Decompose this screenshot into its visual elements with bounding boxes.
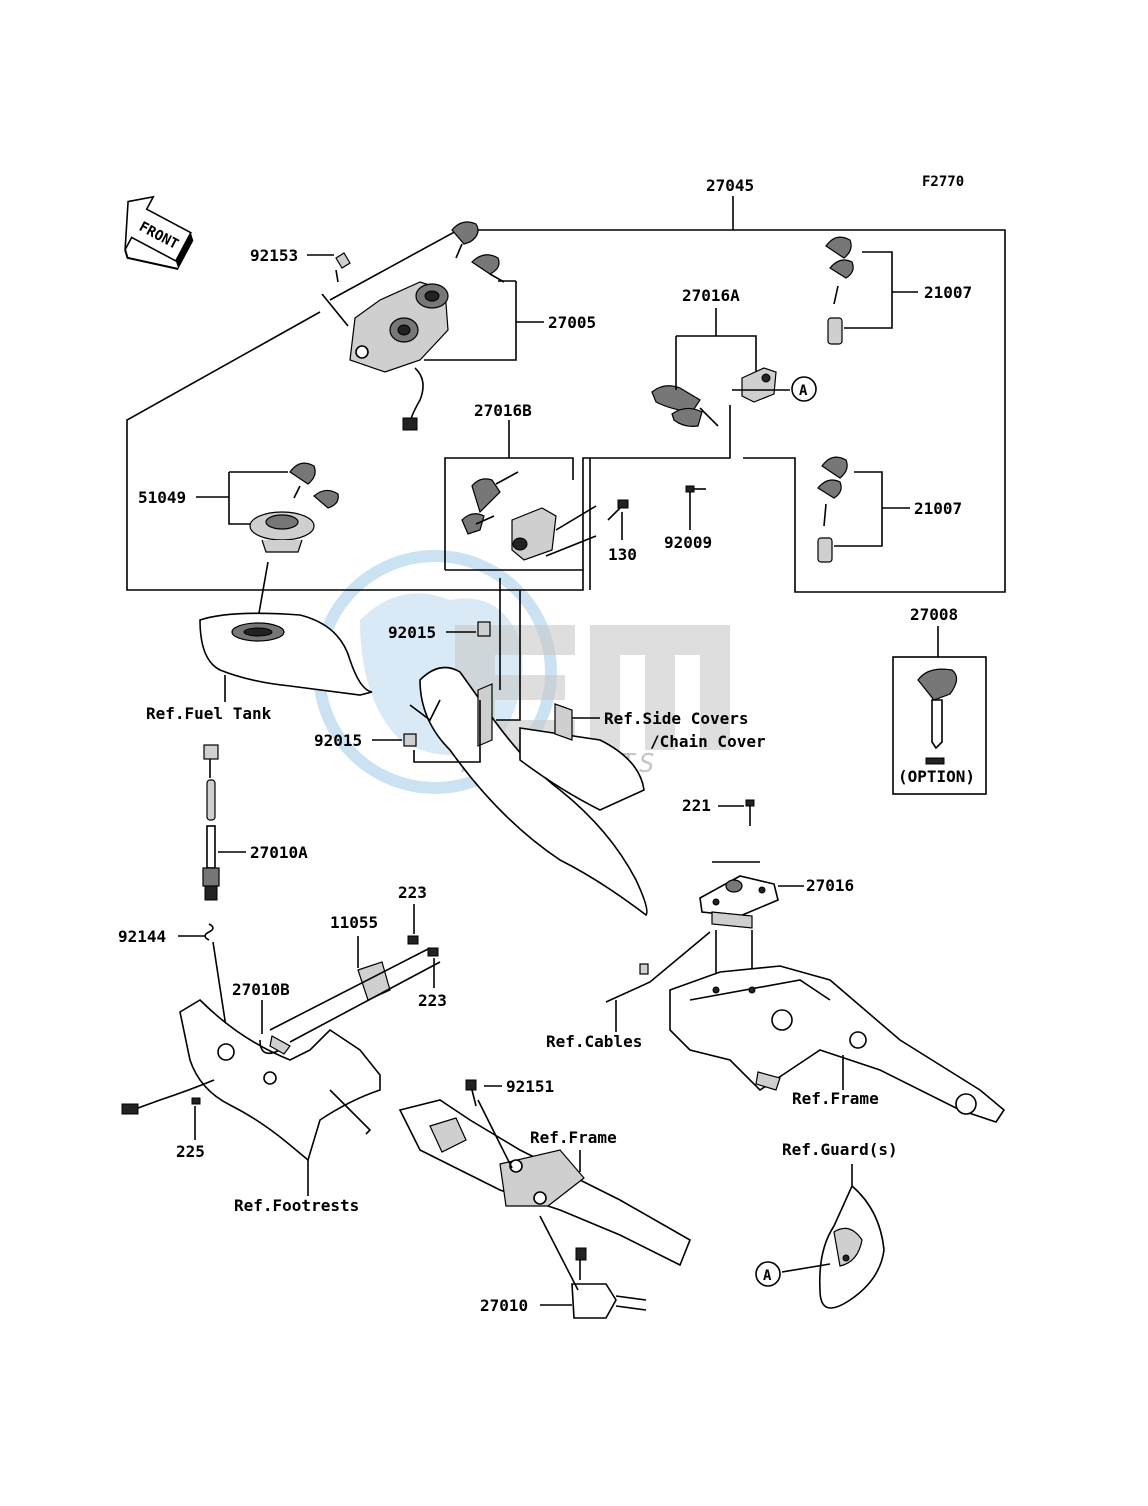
svg-text:A: A <box>763 1268 772 1284</box>
switch-27010 <box>539 1215 647 1319</box>
ref-fuel-tank: Ref.Fuel Tank <box>146 704 272 723</box>
clip-92015 <box>403 621 491 763</box>
figure-code: F2770 <box>922 174 964 190</box>
leader-lines <box>178 251 918 1306</box>
option-key-box <box>892 626 987 795</box>
callout-27008: 27008 <box>910 605 958 624</box>
rear-frame <box>669 965 1006 1123</box>
seat-lock-27016A <box>651 367 777 427</box>
callout-223-lower: 223 <box>418 991 447 1010</box>
key-set-21007-upper <box>825 236 854 345</box>
callout-27010: 27010 <box>480 1296 528 1315</box>
front-arrow-icon: FRONT <box>124 195 194 270</box>
callout-225: 225 <box>176 1142 205 1161</box>
ref-footrests: Ref.Footrests <box>234 1196 359 1215</box>
circle-marker-a1: A <box>791 376 817 402</box>
ref-frame-front: Ref.Frame <box>530 1128 617 1147</box>
ref-guards: Ref.Guard(s) <box>782 1140 898 1159</box>
callout-92153: 92153 <box>250 246 298 265</box>
cable-end <box>605 931 711 1032</box>
callout-27045: 27045 <box>706 176 754 195</box>
ref-side-covers: Ref.Side Covers <box>604 709 749 728</box>
circle-marker-a2: A <box>755 1261 781 1287</box>
ref-frame-rear: Ref.Frame <box>792 1089 879 1108</box>
callout-27005: 27005 <box>548 313 596 332</box>
lock-bracket-27016 <box>699 799 779 990</box>
helmet-lock-27016B <box>461 471 597 561</box>
screw-92009 <box>685 485 706 493</box>
callout-27016A: 27016A <box>682 286 740 305</box>
callout-92015-upper: 92015 <box>388 623 436 642</box>
tail-cover <box>409 578 648 917</box>
bracket-11055 <box>269 935 441 1043</box>
callout-27016B: 27016B <box>474 401 532 420</box>
callout-92144: 92144 <box>118 927 166 946</box>
callout-92015-lower: 92015 <box>314 731 362 750</box>
bolt-130 <box>607 499 629 521</box>
callout-51049: 51049 <box>138 488 186 507</box>
callout-130: 130 <box>608 545 637 564</box>
callout-11055: 11055 <box>330 913 378 932</box>
ref-chain-cover: /Chain Cover <box>650 732 766 751</box>
fuel-tank <box>199 612 373 702</box>
front-frame <box>398 1079 692 1267</box>
callout-223-upper: 223 <box>398 883 427 902</box>
footrest-bracket <box>121 998 381 1196</box>
key-set-21007-lower <box>817 456 848 563</box>
callout-221: 221 <box>682 796 711 815</box>
callout-27010B: 27010B <box>232 980 290 999</box>
ignition-switch <box>321 252 449 431</box>
fuel-cap-51049 <box>249 462 339 631</box>
callout-92151: 92151 <box>506 1077 554 1096</box>
svg-text:A: A <box>799 383 808 399</box>
option-label: (OPTION) <box>898 767 975 786</box>
callout-27010A: 27010A <box>250 843 308 862</box>
guard <box>781 1164 885 1309</box>
callout-27016: 27016 <box>806 876 854 895</box>
callout-21007-upper: 21007 <box>924 283 972 302</box>
ref-cables: Ref.Cables <box>546 1032 642 1051</box>
ignition-keys <box>451 221 505 283</box>
callout-92009: 92009 <box>664 533 712 552</box>
callout-21007-lower: 21007 <box>914 499 962 518</box>
switch-27010A <box>202 744 229 1041</box>
